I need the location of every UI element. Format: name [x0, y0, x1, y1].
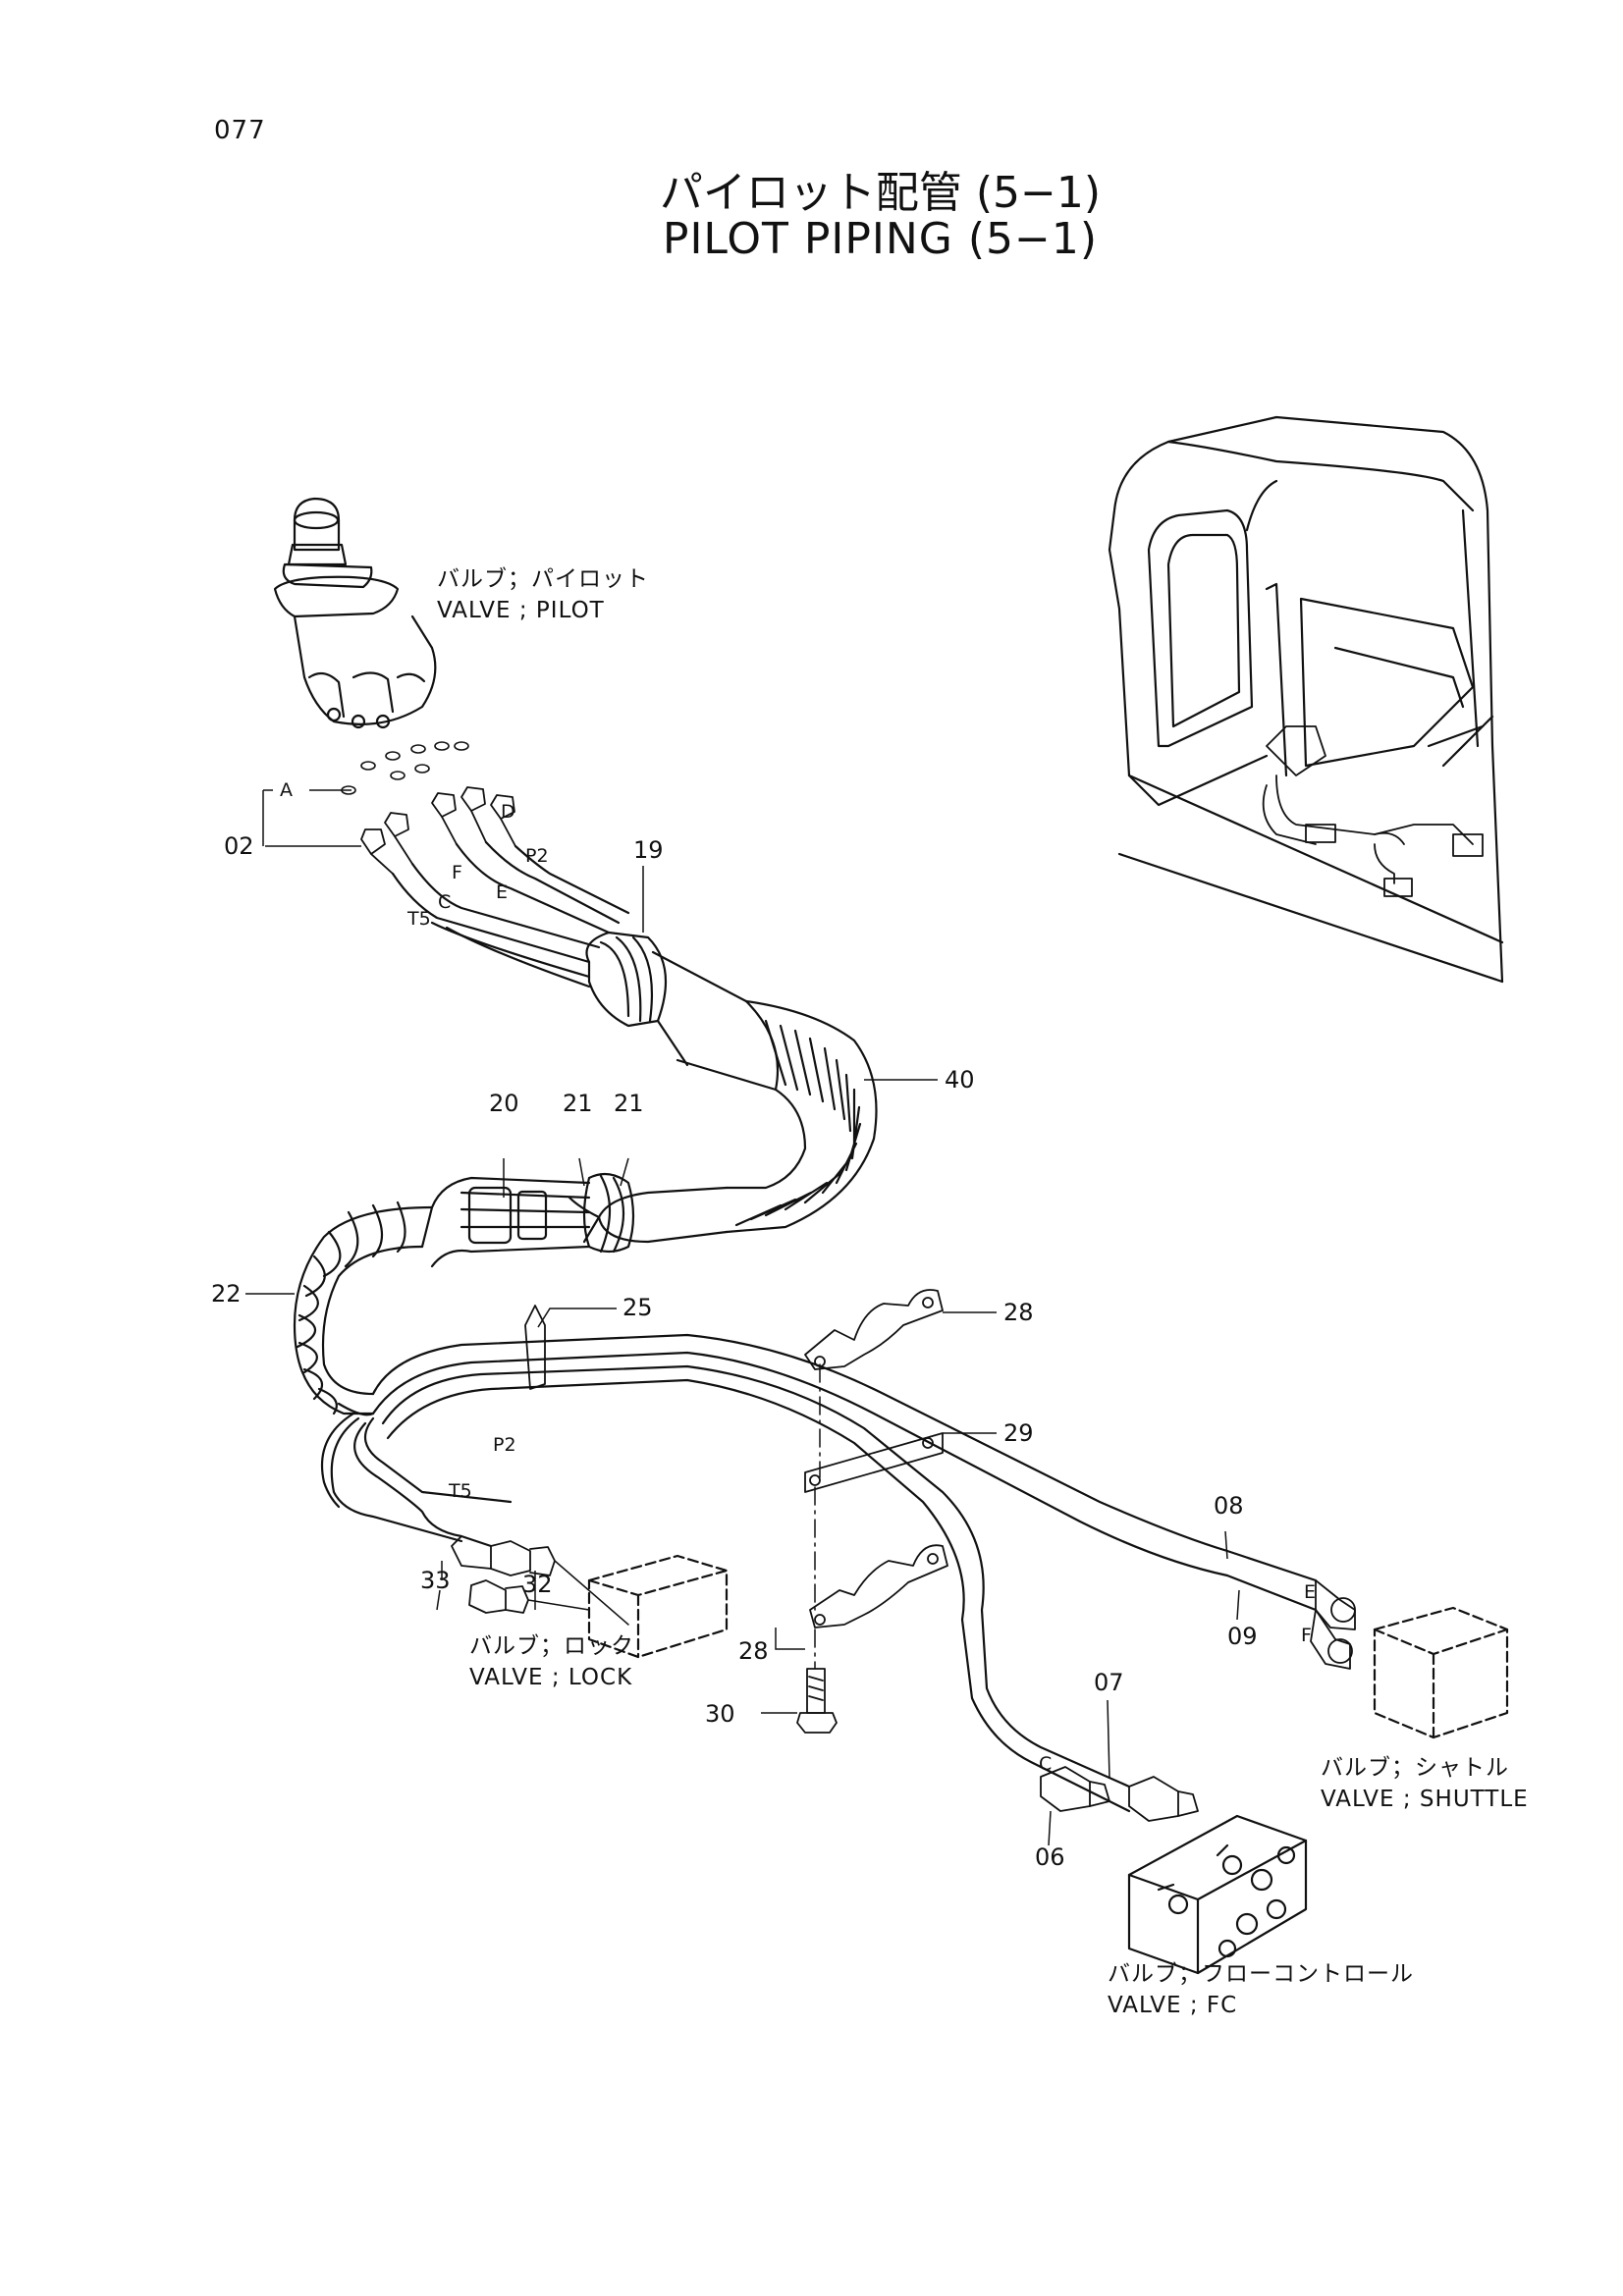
port-label-t5-top: T5 [406, 908, 431, 930]
bracket-center-lines [814, 1363, 821, 1670]
pilot-valve-illustration [273, 497, 437, 729]
port-label-e-top: E [496, 881, 508, 903]
port-label-d: D [501, 801, 515, 823]
fc-valve-block [1127, 1814, 1308, 1975]
port-label-p2-bottom: P2 [493, 1434, 516, 1456]
cab-wiring-harness [1262, 725, 1484, 897]
callout-28-bottom: 28 [738, 1637, 769, 1665]
port-label-a: A [280, 779, 293, 801]
protective-sleeve [568, 931, 878, 1254]
fc-valve-label-jp: バルブ；フローコントロール [1108, 1961, 1414, 1987]
page-title-english: PILOT PIPING (5−1) [662, 214, 1099, 264]
o-rings [341, 741, 469, 795]
callout-33: 33 [420, 1567, 451, 1594]
port-label-t5-bottom: T5 [448, 1480, 472, 1502]
pilot-hose-bundle [391, 840, 630, 988]
fc-hose-fittings [1040, 1766, 1199, 1822]
lock-valve-block [587, 1554, 729, 1659]
shuttle-valve-label-jp: バルブ；シャトル [1321, 1755, 1509, 1781]
callout-30: 30 [705, 1700, 735, 1728]
pilot-fittings [360, 786, 516, 875]
shuttle-valve-block [1373, 1606, 1509, 1739]
shuttle-hose-fittings [1310, 1579, 1356, 1670]
port-label-p2-top: P2 [525, 845, 549, 867]
callout-32: 32 [522, 1571, 553, 1598]
long-hose-run [320, 1333, 1318, 1813]
clamp-brackets [804, 1289, 948, 1629]
port-label-c-top: C [438, 891, 451, 913]
callout-19: 19 [633, 836, 664, 864]
port-label-f-right: F [1301, 1625, 1312, 1646]
callout-29: 29 [1003, 1419, 1034, 1447]
callout-28-top: 28 [1003, 1299, 1034, 1326]
callout-02: 02 [224, 832, 254, 860]
callout-07: 07 [1094, 1669, 1124, 1696]
lock-valve-label-en: VALVE ; LOCK [469, 1665, 632, 1690]
port-label-e-right: E [1304, 1581, 1316, 1603]
callout-08: 08 [1214, 1492, 1244, 1520]
pilot-valve-label-en: VALVE ; PILOT [437, 598, 605, 623]
pilot-valve-label-jp: バルブ；パイロット [437, 566, 649, 592]
cab-illustration [1108, 415, 1504, 984]
hose-clip-25 [524, 1305, 546, 1390]
lock-valve-label-jp: バルブ；ロック [469, 1633, 634, 1659]
callout-09: 09 [1227, 1623, 1258, 1650]
spiral-wrap-22 [293, 1201, 434, 1416]
callout-20: 20 [489, 1090, 519, 1117]
callout-21-b: 21 [614, 1090, 644, 1117]
leader-lines-lock [527, 1560, 629, 1626]
port-label-c-bottom: C [1039, 1753, 1052, 1775]
page-number: 077 [214, 116, 266, 145]
page-title-japanese: パイロット配管 (5−1) [659, 168, 1102, 218]
callout-22: 22 [211, 1280, 242, 1308]
fc-valve-label-en: VALVE ; FC [1108, 1993, 1237, 2018]
callout-40: 40 [945, 1066, 975, 1094]
callout-21-a: 21 [563, 1090, 593, 1117]
port-label-f-top: F [452, 862, 462, 883]
shuttle-valve-label-en: VALVE ; SHUTTLE [1321, 1787, 1529, 1812]
callout-leaders [245, 789, 1240, 1846]
callout-06: 06 [1035, 1843, 1065, 1871]
hose-clamp-section [420, 1176, 591, 1268]
callout-25: 25 [622, 1294, 653, 1321]
bolt-30 [796, 1668, 838, 1734]
